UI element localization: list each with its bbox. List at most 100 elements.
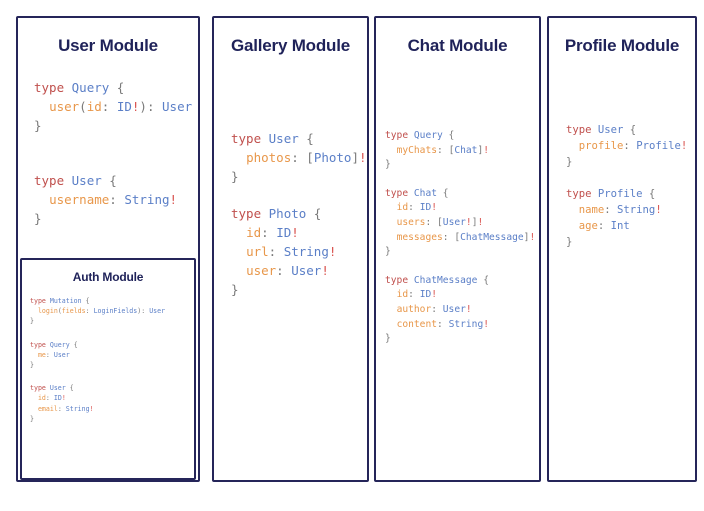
code-token: login	[37, 307, 58, 316]
code-token	[231, 225, 246, 240]
code-line: type Query {	[34, 78, 198, 97]
code-line: users: [User!]!	[385, 216, 539, 231]
code-token	[231, 150, 246, 165]
code-token: String	[448, 318, 484, 330]
code-token: }	[385, 159, 391, 171]
code-token: type	[231, 131, 269, 146]
code-token: type	[385, 274, 414, 286]
code-token	[566, 220, 579, 232]
code-token	[30, 405, 38, 413]
code-token: !	[131, 99, 140, 114]
code-token: !	[431, 289, 438, 301]
code-token: {	[65, 384, 74, 393]
code-token	[385, 319, 397, 330]
code-token: !	[328, 244, 337, 259]
code-token: photos	[246, 150, 292, 165]
code-token: type	[385, 187, 414, 199]
code-token: :	[146, 99, 163, 114]
code-block-chat-message: type ChatMessage { id: ID! author: User!…	[385, 274, 539, 347]
code-token: :	[45, 350, 54, 359]
code-line: }	[385, 332, 539, 347]
code-token: User	[149, 307, 166, 316]
code-block-chat-query: type Query { myChats: [Chat]!}	[385, 129, 539, 173]
code-token: [	[448, 144, 455, 156]
code-token: id	[86, 99, 102, 114]
code-token: :	[101, 99, 117, 114]
code-line: myChats: [Chat]!	[385, 144, 539, 159]
code-token: :	[442, 231, 455, 243]
code-line: id: ID!	[385, 201, 539, 216]
code-token: String	[65, 404, 90, 413]
code-token: }	[30, 414, 34, 423]
code-token	[566, 204, 579, 216]
panel-chat-module[interactable]: Chat Module type Query { myChats: [Chat]…	[374, 16, 541, 482]
code-token: id	[246, 225, 262, 240]
code-token: !	[89, 404, 94, 413]
code-token: ]	[477, 144, 484, 156]
code-token: {	[442, 130, 455, 141]
code-line: type Mutation {	[30, 296, 194, 306]
code-token: !	[169, 192, 178, 207]
code-token: ID	[276, 225, 292, 240]
code-line: id: ID!	[231, 223, 367, 242]
code-token: String	[283, 244, 329, 259]
code-token	[385, 232, 397, 243]
code-token: :	[623, 140, 637, 152]
code-token: User	[268, 131, 299, 146]
code-token: fields	[61, 307, 86, 316]
code-token: User	[442, 216, 466, 228]
code-token: :	[425, 216, 438, 228]
code-line: }	[385, 245, 539, 260]
code-token	[385, 304, 397, 315]
code-token: {	[623, 124, 637, 136]
panel-title-gallery-module: Gallery Module	[230, 36, 351, 55]
code-line: }	[566, 154, 695, 170]
code-token: email	[37, 404, 58, 413]
code-token: }	[231, 282, 239, 297]
code-token: messages	[396, 231, 443, 243]
code-token	[34, 192, 49, 207]
code-token: !	[477, 216, 484, 228]
code-token: User	[442, 303, 466, 315]
code-token: !	[291, 225, 299, 240]
code-token: type	[566, 188, 598, 200]
code-token: !	[358, 150, 367, 165]
code-token: Int	[610, 220, 630, 232]
code-token: Profile	[597, 188, 643, 200]
code-token: content	[396, 318, 437, 330]
code-token: }	[385, 246, 391, 258]
code-token: !	[321, 263, 329, 278]
code-line: type User {	[231, 129, 367, 148]
code-line: profile: Profile!	[566, 138, 695, 154]
code-token: myChats	[396, 144, 437, 156]
panel-gallery-module[interactable]: Gallery Module type User { photos: [Phot…	[212, 16, 369, 482]
code-token: !	[529, 231, 536, 243]
code-token: User	[162, 99, 193, 114]
code-token: :	[437, 318, 449, 330]
code-token: Chat	[413, 187, 437, 199]
code-token: [	[437, 216, 443, 228]
code-line: user(id: ID!): User	[34, 97, 198, 116]
panel-profile-module[interactable]: Profile Module type User { profile: Prof…	[547, 16, 697, 482]
code-token: {	[306, 206, 322, 221]
code-token	[385, 145, 397, 156]
code-token: }	[30, 361, 34, 370]
code-token: :	[408, 289, 420, 301]
panel-user-module[interactable]: User Module type Query { user(id: ID!): …	[16, 16, 200, 482]
code-token: users	[396, 216, 426, 228]
code-token: username	[49, 192, 110, 207]
code-line: messages: [ChatMessage]!	[385, 231, 539, 246]
code-line: type User {	[34, 171, 198, 190]
code-line: }	[34, 209, 198, 228]
code-token: [	[306, 150, 314, 165]
code-token: }	[385, 333, 391, 345]
code-line: age: Int	[566, 218, 695, 234]
code-line: }	[231, 280, 367, 299]
code-line: type ChatMessage {	[385, 274, 539, 289]
code-token: profile	[578, 140, 624, 152]
panel-auth-module[interactable]: Auth Module type Mutation { login(fields…	[20, 258, 196, 480]
code-line: }	[30, 360, 194, 370]
code-token	[566, 140, 579, 152]
code-token: }	[34, 118, 42, 133]
code-token: Query	[71, 80, 110, 95]
